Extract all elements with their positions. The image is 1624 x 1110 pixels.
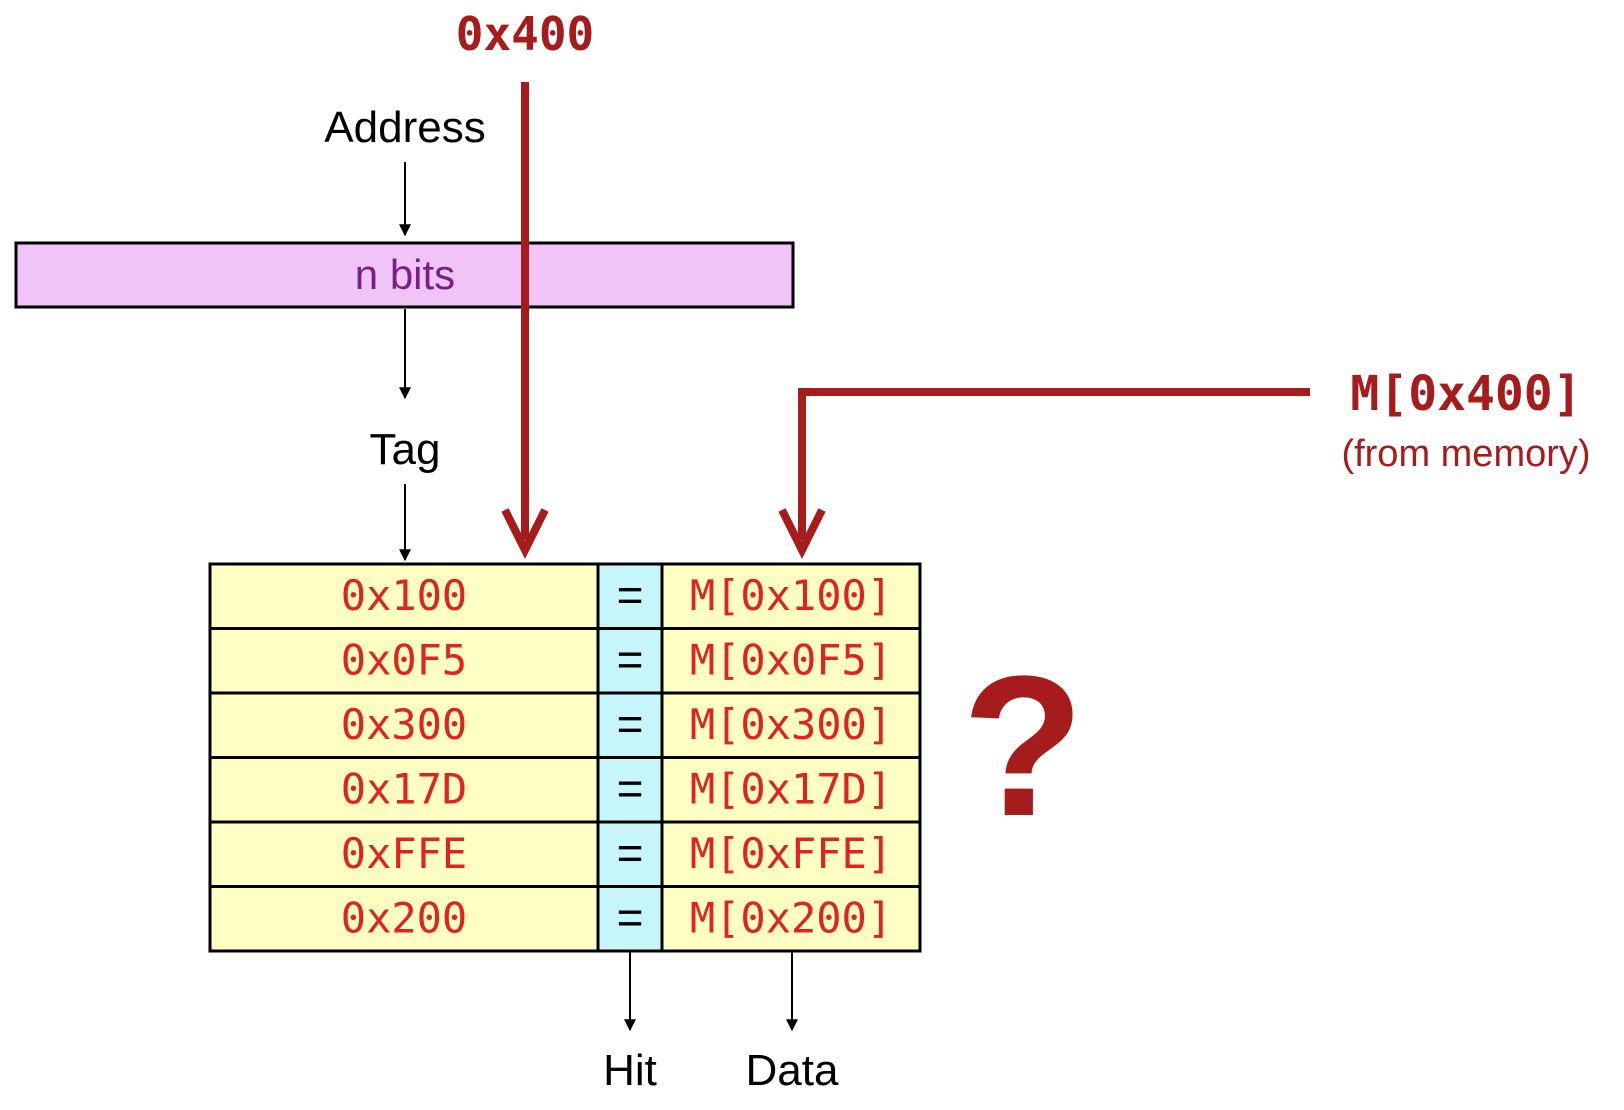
data-cell-bg (660, 627, 922, 695)
cache-table: 0x100 = M[0x100] 0x0F5 = M[0x0F5] 0x300 = M[0x30… (208, 562, 922, 953)
address-label: Address (324, 103, 485, 152)
data-cell-bg (660, 756, 922, 824)
compare-cell-bg (596, 885, 664, 953)
comparator-equals: = (617, 827, 644, 879)
data-cell-bg (660, 885, 922, 953)
data-cell: M[0x300] (690, 700, 892, 749)
comparator-equals: = (617, 892, 644, 944)
data-cell: M[0xFFE] (690, 829, 892, 878)
tag-cell-bg (208, 562, 600, 630)
compare-cell-bg (596, 820, 664, 888)
tag-cell: 0xFFE (341, 829, 467, 878)
data-label: Data (746, 1046, 839, 1095)
incoming-address-arrow (501, 82, 549, 559)
tag-cell: 0x300 (341, 700, 467, 749)
table-row: 0x17D = M[0x17D] (208, 756, 922, 824)
tag-cell-bg (208, 691, 600, 759)
incoming-address-label: 0x400 (456, 7, 594, 61)
tag-cell-bg (208, 820, 600, 888)
address-bits-label: n bits (355, 251, 455, 298)
address-bits-bar (14, 241, 795, 309)
memory-fill-source: (from memory) (1341, 433, 1590, 475)
comparator-equals: = (617, 569, 644, 621)
data-cell-bg (660, 820, 922, 888)
data-cell: M[0x200] (690, 894, 892, 943)
hit-label: Hit (603, 1046, 657, 1095)
comparator-equals: = (617, 634, 644, 686)
memory-fill-label: M[0x400] (1350, 366, 1581, 422)
table-row: 0x0F5 = M[0x0F5] (208, 627, 922, 695)
tag-cell: 0x100 (341, 571, 467, 620)
memory-fill-arrow (778, 388, 1310, 559)
table-row: 0xFFE = M[0xFFE] (208, 820, 922, 888)
data-cell-bg (660, 691, 922, 759)
tag-cell-bg (208, 885, 600, 953)
question-mark: ? (962, 635, 1084, 858)
data-cell: M[0x17D] (690, 765, 892, 814)
comparator-equals: = (617, 763, 644, 815)
compare-cell-bg (596, 756, 664, 824)
compare-cell-bg (596, 562, 664, 630)
table-row: 0x100 = M[0x100] (208, 562, 922, 630)
comparator-equals: = (617, 698, 644, 750)
tag-cell: 0x200 (341, 894, 467, 943)
table-row: 0x300 = M[0x300] (208, 691, 922, 759)
tag-cell: 0x17D (341, 765, 467, 814)
table-row: 0x200 = M[0x200] (208, 885, 922, 953)
data-cell: M[0x0F5] (690, 636, 892, 685)
tag-label: Tag (370, 425, 441, 474)
tag-cell: 0x0F5 (341, 636, 467, 685)
data-cell: M[0x100] (690, 571, 892, 620)
